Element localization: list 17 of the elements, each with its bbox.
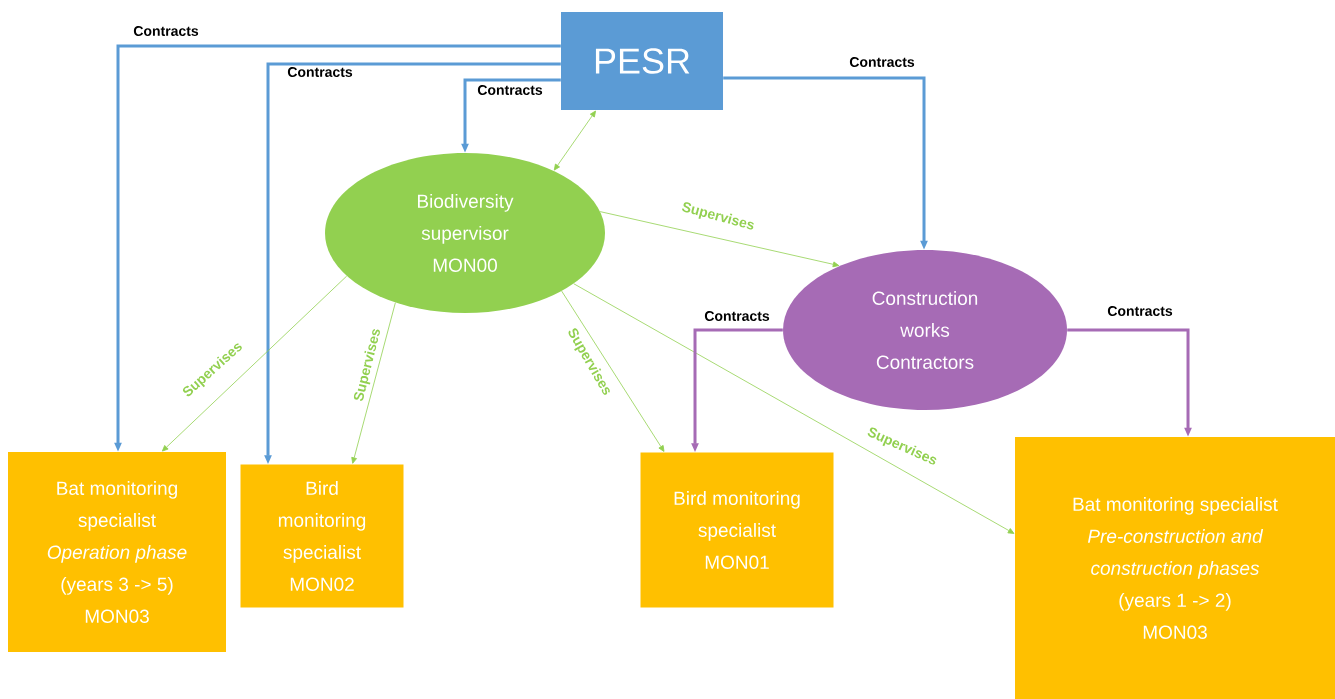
arrow (351, 302, 396, 464)
arrow (599, 211, 840, 268)
arrow (573, 283, 1015, 534)
specialist-box: Bat monitoring specialist Operation phase (years 3 -> 5) MON03 (8, 452, 226, 652)
arrow (561, 290, 665, 452)
edge-label: Contracts (287, 67, 353, 77)
arrow (553, 110, 596, 171)
edge-label: Contracts (133, 26, 199, 36)
organization-box: PESR (561, 12, 723, 110)
edge-label: Contracts (1107, 306, 1173, 316)
arrow (161, 275, 348, 452)
specialist-box: Bird monitoring specialist MON01 (640, 452, 834, 608)
edge-label: Contracts (849, 57, 915, 67)
edge-label: Contracts (477, 85, 543, 95)
edge-label: Contracts (704, 311, 770, 321)
specialist-box: Bat monitoring specialist Pre-construction and construction phases (years 1 -> 2) MON03 (1015, 437, 1335, 699)
specialist-box: Bird monitoring specialist MON02 (240, 464, 404, 608)
